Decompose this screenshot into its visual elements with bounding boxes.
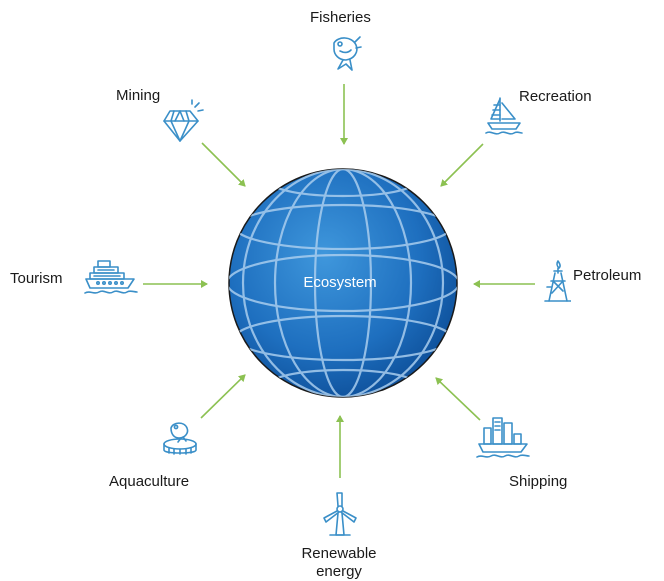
cruise-ship-icon [84,258,138,298]
label-renewable-line1: Renewable [301,545,377,562]
label-renewable-line2: energy [316,563,362,580]
label-tourism: Tourism [10,270,63,287]
sailboat-icon [485,95,523,137]
label-renewable-energy: Renewable energy [284,545,394,581]
fish-farm-icon [160,418,200,458]
diamond-icon [162,99,206,143]
cargo-ship-icon [476,414,530,460]
fish-icon [326,33,362,73]
label-aquaculture: Aquaculture [109,473,190,490]
label-mining: Mining [116,87,161,104]
arrow-recreation [440,143,484,187]
label-recreation: Recreation [519,88,592,105]
wind-turbine-icon [320,491,360,539]
oil-rig-icon [541,259,571,305]
arrow-aquaculture [200,374,246,419]
ecosystem-label: Ecosystem [303,274,377,291]
arrow-mining [201,142,246,187]
arrow-shipping [435,377,481,421]
label-fisheries: Fisheries [310,9,371,26]
label-petroleum: Petroleum [573,267,642,284]
label-shipping: Shipping [509,473,568,490]
